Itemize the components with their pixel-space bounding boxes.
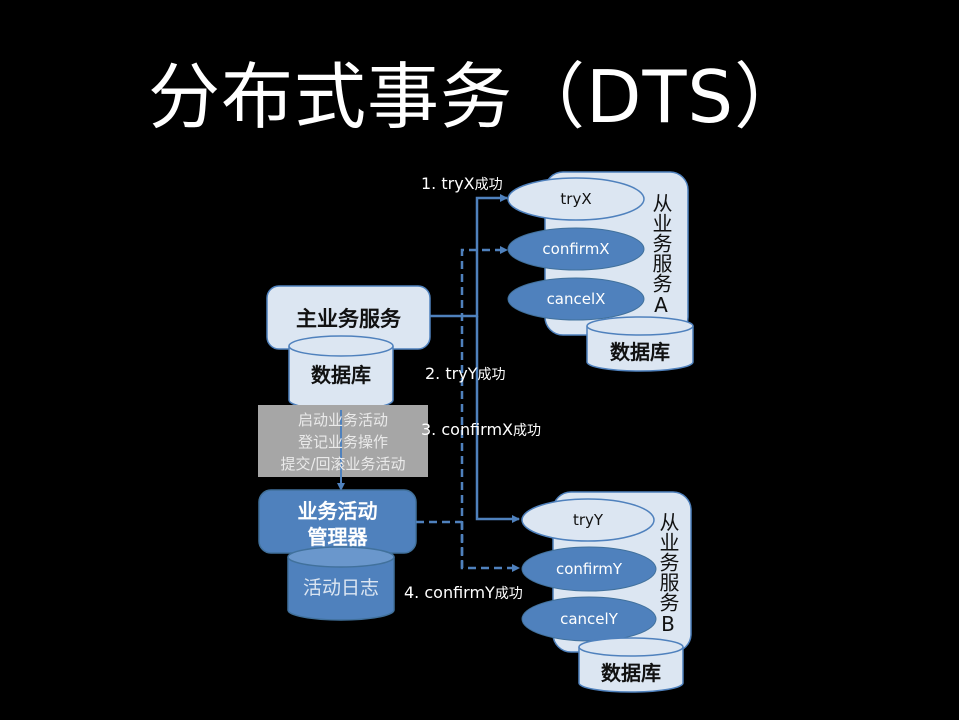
activity-log-cylinder (287, 546, 395, 621)
cancel-y-label: cancelY (560, 610, 618, 628)
service-a-label: 从业务服务A (649, 193, 673, 317)
main-db-cylinder (288, 335, 394, 411)
step-2-label: 2. tryY成功 (425, 364, 505, 385)
step-3-suffix: 成功 (513, 423, 541, 439)
activity-manager-label-1: 业务活动 (297, 498, 378, 523)
step-3-label: 3. confirmX成功 (421, 420, 541, 441)
operations-line-1: 启动业务活动 (297, 411, 388, 429)
activity-manager-label-2: 管理器 (307, 524, 368, 549)
try-x-ellipse (507, 177, 645, 221)
try-x-line (430, 194, 508, 318)
service-b-label: 从业务服务B (656, 512, 680, 636)
operations-line-2: 登记业务操作 (297, 433, 388, 451)
main-db-label: 数据库 (311, 362, 371, 387)
step-2-num: 2. tryY (425, 364, 478, 383)
try-y-line (475, 316, 520, 523)
step-3-num: 3. confirmX (421, 420, 513, 439)
confirm-y-label: confirmY (555, 560, 623, 578)
try-y-label: tryY (572, 511, 604, 529)
step-1-num: 1. tryX (421, 174, 475, 193)
cancel-x-label: cancelX (546, 290, 606, 308)
operations-line-3: 提交/回滚业务活动 (280, 455, 406, 473)
step-1-suffix: 成功 (474, 177, 503, 193)
confirm-x-label: confirmX (542, 240, 610, 258)
main-service-label: 主业务服务 (296, 307, 401, 331)
operations-box (258, 405, 428, 477)
step-1-label: 1. tryX成功 (421, 174, 503, 195)
service-b-db-label: 数据库 (601, 660, 661, 685)
try-y-ellipse (521, 498, 655, 542)
cancel-x-ellipse (507, 277, 645, 321)
confirm-y-ellipse (521, 546, 657, 592)
step-4-label: 4. confirmY成功 (404, 583, 523, 604)
service-b-db-cylinder (578, 637, 684, 693)
step-2-suffix: 成功 (477, 367, 506, 383)
service-a-db-label: 数据库 (610, 339, 670, 364)
try-x-label: tryX (560, 190, 592, 208)
confirm-y-line (460, 522, 520, 572)
step-4-num: 4. confirmY (404, 583, 495, 602)
confirm-x-line (460, 246, 508, 568)
page-title: 分布式事务（DTS） (148, 55, 808, 139)
confirm-x-ellipse (507, 227, 645, 271)
service-a-db-cylinder (586, 316, 694, 372)
step-4-suffix: 成功 (494, 586, 523, 602)
activity-log-label: 活动日志 (302, 576, 379, 599)
